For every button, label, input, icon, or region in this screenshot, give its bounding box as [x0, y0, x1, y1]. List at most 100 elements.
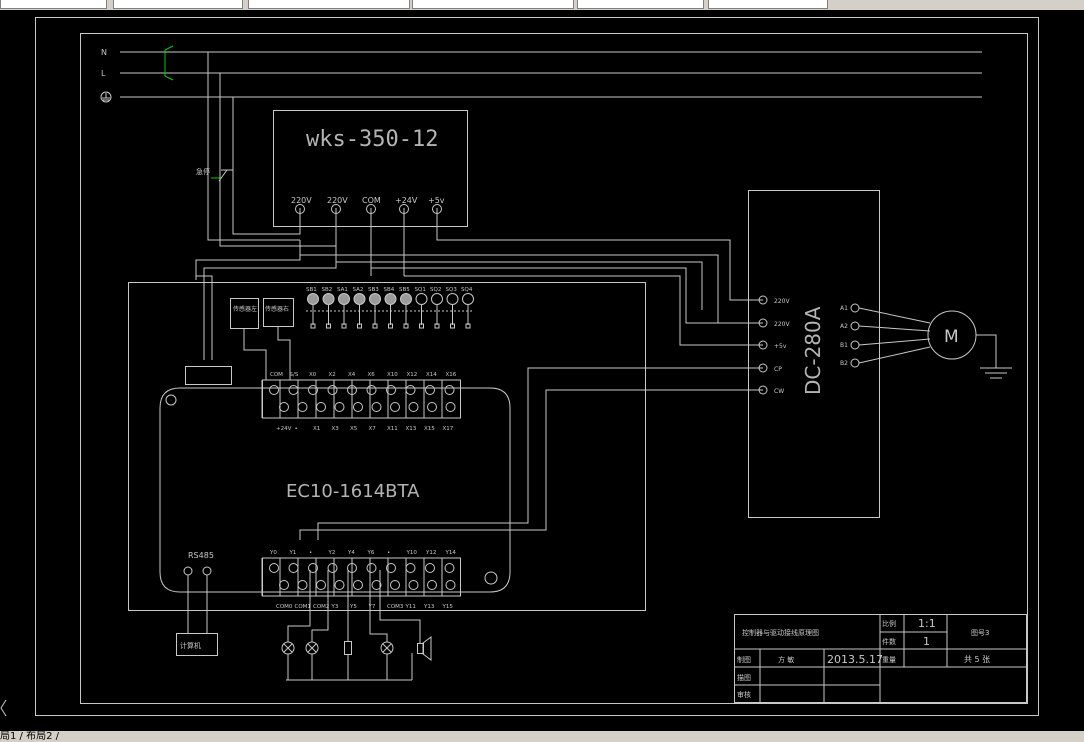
- plc-output-bottom-screw: [445, 580, 456, 590]
- plc-input-top-label: X2: [329, 372, 336, 378]
- title-count-label: 件数: [882, 637, 896, 646]
- plc-output-bottom-label: COM2: [313, 604, 329, 610]
- plc-input-bottom-label: X1: [313, 426, 320, 432]
- button-label: SB1: [306, 287, 317, 293]
- toolbar-field-2[interactable]: [113, 0, 243, 9]
- plc-input-top-screw: [425, 385, 435, 395]
- plc-input-bottom-screw: [445, 402, 456, 412]
- toolbar-field-1[interactable]: [0, 0, 107, 9]
- toolbar-field-5[interactable]: [577, 0, 704, 9]
- driver-input-terminal: [758, 318, 768, 328]
- lamp-icon: [380, 641, 394, 655]
- plc-input-bottom-label: X13: [406, 426, 417, 432]
- plc-output-bottom-screw: [390, 580, 400, 590]
- title-block: [734, 614, 1027, 703]
- plc-input-bottom-screw: [371, 402, 382, 412]
- plc-output-top-screw: [405, 563, 416, 573]
- breaker-icon: [164, 45, 174, 81]
- plc-output-bottom-screw: [316, 580, 326, 590]
- rs485-port-b: [202, 566, 212, 576]
- title-check-label: 描图: [737, 673, 751, 682]
- plc-output-top-screw: [288, 563, 299, 573]
- plc-input-top-screw: [386, 385, 396, 395]
- toolbar-field-4[interactable]: [412, 0, 574, 9]
- button-contact: [310, 323, 316, 329]
- plc-output-top-label: •: [309, 550, 312, 556]
- plc-output-bottom-label: COM1: [295, 604, 311, 610]
- plc-output-top-screw: [444, 563, 455, 573]
- driver-input-label: +5v: [774, 343, 787, 350]
- button-label: SB5: [399, 287, 410, 293]
- driver-output-label: A1: [840, 305, 848, 312]
- driver-input-terminal: [758, 363, 768, 373]
- inner-frame: [80, 33, 1028, 704]
- plc-output-bottom-label: Y15: [442, 604, 454, 610]
- plc-output-bottom-label: Y7: [368, 604, 376, 610]
- toolbar-field-3[interactable]: [248, 0, 410, 9]
- application-toolbar: [0, 0, 1084, 10]
- stepper-driver: [748, 190, 880, 518]
- lamp-icon: [305, 641, 319, 655]
- driver-input-label: CW: [774, 388, 784, 395]
- button-contact: [465, 323, 471, 329]
- plc-input-top-screw: [288, 385, 299, 395]
- plc-input-bottom-screw: [334, 402, 345, 412]
- plc-output-bottom-label: Y3: [331, 604, 339, 610]
- driver-output-terminal: [850, 303, 860, 313]
- plc-output-bottom-screw: [427, 580, 437, 590]
- plc-input-top-label: X0: [309, 372, 317, 378]
- button-icon: [353, 293, 366, 305]
- plc-input-bottom-screw: [427, 402, 437, 412]
- plc-output-bottom-screw: [371, 580, 382, 590]
- plc-output-bottom-screw: [334, 580, 345, 590]
- plc-input-top-label: X14: [426, 372, 437, 378]
- plc-model: EC10-1614BTA: [286, 481, 420, 502]
- layout-tab-labels[interactable]: 局1 / 布局2 /: [0, 731, 59, 742]
- button-contact: [388, 323, 393, 329]
- plc-input-bottom-screw: [297, 402, 308, 412]
- bus-l-label: L: [101, 69, 106, 78]
- ground-icon: [100, 91, 112, 103]
- toolbar-field-6[interactable]: [708, 0, 828, 9]
- layout-tabs[interactable]: 局1 / 布局2 /: [0, 731, 1084, 742]
- motor-wire: [858, 307, 931, 324]
- button-icon: [369, 293, 381, 305]
- plc-output-top-label: Y0: [269, 550, 277, 556]
- button-contact: [450, 323, 455, 329]
- button-label: SQ1: [415, 287, 426, 293]
- title-review-label: 审核: [737, 690, 751, 699]
- lamp-icon: [281, 641, 295, 655]
- plc-input-bottom-screw: [408, 402, 419, 412]
- title-drawer: 方 敏: [778, 655, 794, 664]
- button-label: SB3: [368, 287, 379, 293]
- plc-output-top-screw: [347, 563, 357, 573]
- motor-wire: [858, 338, 931, 346]
- title-drawing-no: 图号3: [971, 629, 989, 637]
- buzzer-icon: [417, 636, 432, 661]
- motor-wire: [858, 346, 931, 364]
- plc-output-top-label: Y4: [347, 550, 355, 556]
- button-label: SB4: [384, 287, 395, 293]
- plc-input-bottom-label: X5: [350, 426, 358, 432]
- title-weight-label: 重量: [882, 656, 896, 664]
- button-contact: [403, 323, 409, 329]
- button-icon: [462, 293, 474, 305]
- plc-input-top-screw: [308, 385, 318, 395]
- ps-terminal-label: +5v: [428, 196, 445, 205]
- sensor-left-label: 传感器左: [233, 305, 257, 313]
- driver-input-terminal: [758, 385, 768, 395]
- estop-label: 急停: [196, 167, 210, 176]
- title-date: 2013.5.17: [827, 653, 883, 666]
- plc-output-top-screw: [327, 563, 338, 573]
- button-contact: [357, 323, 362, 329]
- button-label: SQ4: [461, 287, 473, 293]
- button-icon: [415, 293, 428, 305]
- plc-output-bottom-label: COM0: [276, 604, 293, 610]
- title-draw-label: 制图: [737, 655, 751, 664]
- button-icon: [338, 293, 350, 305]
- ucs-icon: [0, 699, 7, 717]
- button-label: SQ3: [446, 287, 458, 293]
- plc-input-bottom-screw: [353, 402, 363, 412]
- driver-output-terminal: [850, 358, 860, 368]
